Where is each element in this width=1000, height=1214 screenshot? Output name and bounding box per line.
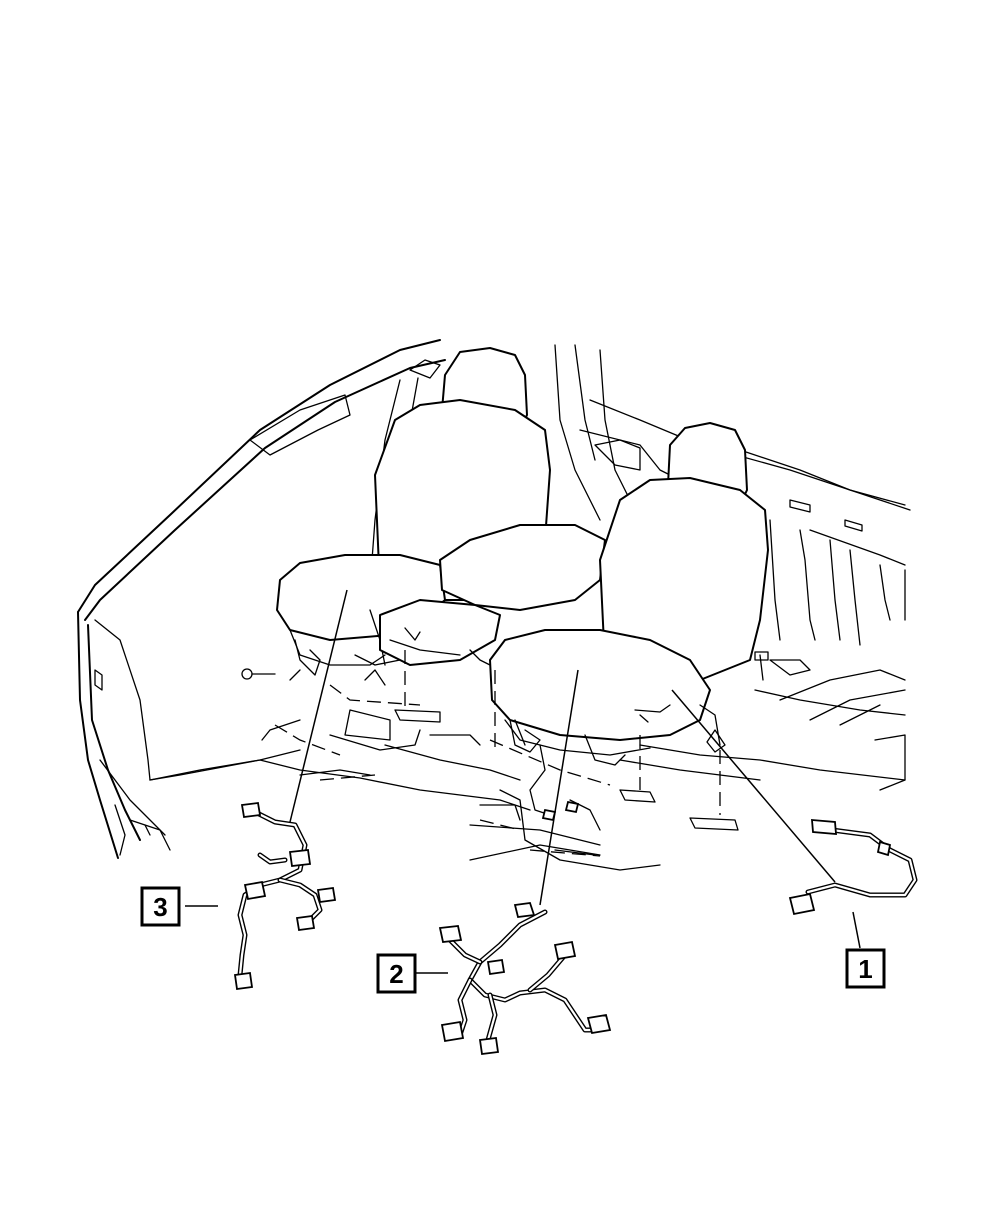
assembly-lines <box>274 650 721 857</box>
callout-1-label: 1 <box>858 954 872 984</box>
leader-lines <box>185 589 861 974</box>
cab-rear-wall <box>554 344 911 791</box>
callout-1: 1 <box>845 948 886 989</box>
callout-3-label: 3 <box>153 892 167 922</box>
harness-part-3 <box>233 801 337 991</box>
center-seat <box>379 524 606 666</box>
callout-3: 3 <box>140 886 181 927</box>
right-seat <box>489 422 769 766</box>
callout-2-label: 2 <box>389 959 403 989</box>
harness-part-1 <box>788 819 918 916</box>
callout-2: 2 <box>376 953 417 994</box>
harness-part-2 <box>438 902 612 1056</box>
